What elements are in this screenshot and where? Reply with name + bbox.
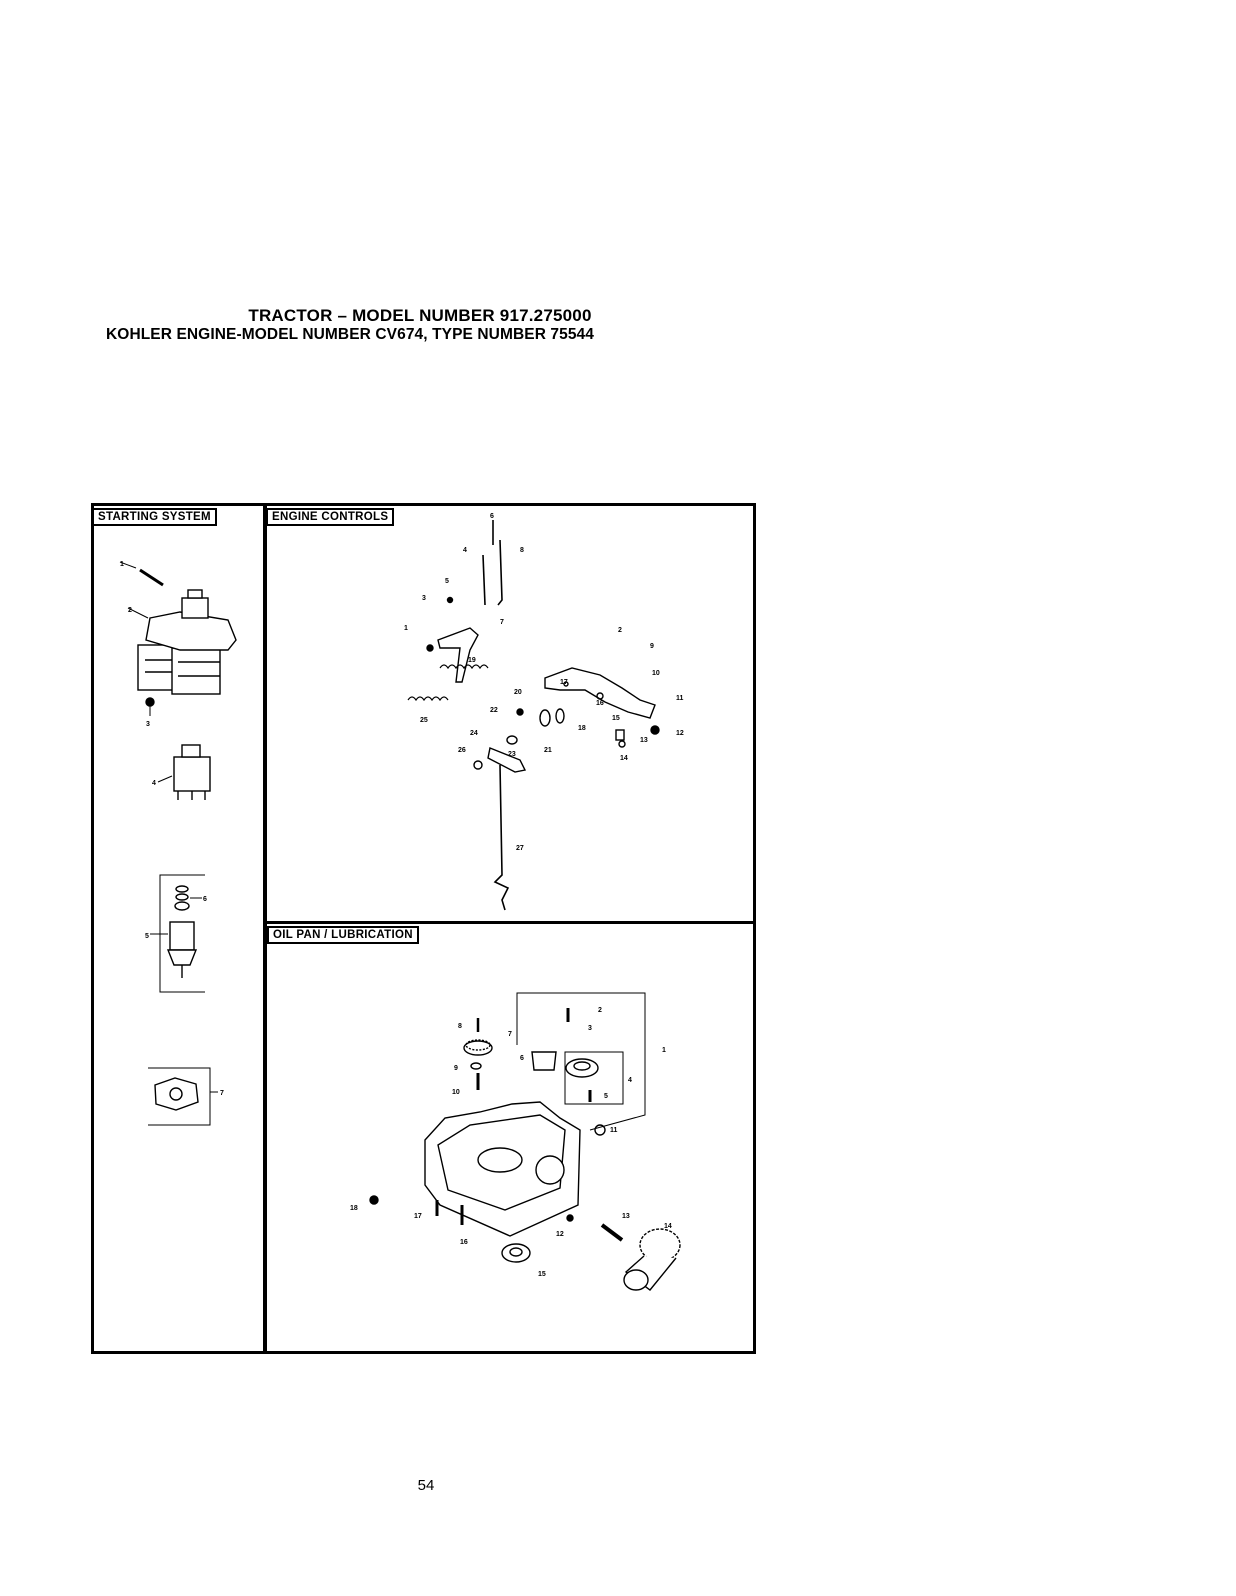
callout-controls-22: 22 xyxy=(490,707,498,714)
callout-oilpan-9: 9 xyxy=(454,1065,458,1072)
callout-starting-3: 3 xyxy=(146,721,150,728)
callout-oilpan-11: 11 xyxy=(610,1127,618,1134)
control-rods-icon xyxy=(482,520,503,606)
callout-oilpan-16: 16 xyxy=(460,1239,468,1246)
throttle-lever-icon xyxy=(426,596,479,683)
callout-controls-27: 27 xyxy=(516,845,524,852)
drain-plug-icon xyxy=(369,1195,574,1225)
callout-oilpan-6: 6 xyxy=(520,1055,524,1062)
solenoid-icon xyxy=(157,744,211,800)
section-divider-horizontal xyxy=(263,921,756,924)
callout-controls-3: 3 xyxy=(422,595,426,602)
callout-controls-7: 7 xyxy=(500,619,504,626)
section-divider-vertical xyxy=(263,503,267,1354)
page-subtitle: KOHLER ENGINE-MODEL NUMBER CV674, TYPE N… xyxy=(106,326,594,343)
callout-controls-6: 6 xyxy=(490,513,494,520)
callout-controls-17: 17 xyxy=(560,679,568,686)
callout-oilpan-1: 1 xyxy=(662,1047,666,1054)
page-number: 54 xyxy=(417,1477,435,1494)
starter-motor-icon xyxy=(127,589,237,716)
callout-oilpan-15: 15 xyxy=(538,1271,546,1278)
pickup-screen-icon xyxy=(531,1008,599,1102)
section-label-starting-system: STARTING SYSTEM xyxy=(92,508,217,526)
callout-oilpan-17: 17 xyxy=(414,1213,422,1220)
callout-oilpan-10: 10 xyxy=(452,1089,460,1096)
callout-oilpan-13: 13 xyxy=(622,1213,630,1220)
callout-controls-19: 19 xyxy=(468,657,476,664)
callout-controls-13: 13 xyxy=(640,737,648,744)
callout-controls-15: 15 xyxy=(612,715,620,722)
governor-linkage-icon xyxy=(473,708,626,773)
callout-starting-1: 1 xyxy=(120,561,124,568)
oil-pump-group-icon xyxy=(516,992,646,1131)
spring-icon xyxy=(407,664,489,702)
callout-controls-8: 8 xyxy=(520,547,524,554)
callout-controls-5: 5 xyxy=(445,578,449,585)
callout-controls-24: 24 xyxy=(470,730,478,737)
callout-controls-21: 21 xyxy=(544,747,552,754)
callout-starting-5: 5 xyxy=(145,933,149,940)
callout-oilpan-14: 14 xyxy=(664,1223,672,1230)
callout-oilpan-7: 7 xyxy=(508,1031,512,1038)
starter-bolt-icon xyxy=(119,561,164,587)
callout-controls-1: 1 xyxy=(404,625,408,632)
control-bracket-icon xyxy=(544,667,660,735)
page-title: TRACTOR – MODEL NUMBER 917.275000 xyxy=(248,306,592,325)
oil-pan-icon xyxy=(424,1101,606,1237)
callout-controls-4: 4 xyxy=(463,547,467,554)
choke-rod-icon xyxy=(493,764,510,911)
callout-oilpan-3: 3 xyxy=(588,1025,592,1032)
oil-seal-icon xyxy=(501,1243,531,1263)
section-label-oil-pan: OIL PAN / LUBRICATION xyxy=(267,926,419,944)
callout-oilpan-12: 12 xyxy=(556,1231,564,1238)
drive-kit-icon xyxy=(150,874,205,993)
callout-controls-26: 26 xyxy=(458,747,466,754)
callout-starting-4: 4 xyxy=(152,780,156,787)
callout-controls-18: 18 xyxy=(578,725,586,732)
callout-controls-10: 10 xyxy=(652,670,660,677)
oil-filter-icon xyxy=(600,1223,681,1291)
callout-starting-6: 6 xyxy=(203,896,207,903)
oil-pump-gear-icon xyxy=(463,1018,493,1090)
callout-starting-2: 2 xyxy=(128,607,132,614)
callout-oilpan-8: 8 xyxy=(458,1023,462,1030)
callout-controls-12: 12 xyxy=(676,730,684,737)
callout-oilpan-5: 5 xyxy=(604,1093,608,1100)
callout-controls-14: 14 xyxy=(620,755,628,762)
callout-controls-11: 11 xyxy=(676,695,684,702)
callout-controls-2: 2 xyxy=(618,627,622,634)
callout-oilpan-2: 2 xyxy=(598,1007,602,1014)
callout-controls-9: 9 xyxy=(650,643,654,650)
brush-assembly-icon xyxy=(148,1067,218,1126)
callout-controls-25: 25 xyxy=(420,717,428,724)
callout-controls-23: 23 xyxy=(508,751,516,758)
section-label-engine-controls: ENGINE CONTROLS xyxy=(266,508,395,526)
callout-controls-20: 20 xyxy=(514,689,522,696)
parts-diagram-frame xyxy=(91,503,756,1354)
callout-oilpan-4: 4 xyxy=(628,1077,632,1084)
callout-controls-16: 16 xyxy=(596,700,604,707)
callout-oilpan-18: 18 xyxy=(350,1205,358,1212)
callout-starting-7: 7 xyxy=(220,1090,224,1097)
